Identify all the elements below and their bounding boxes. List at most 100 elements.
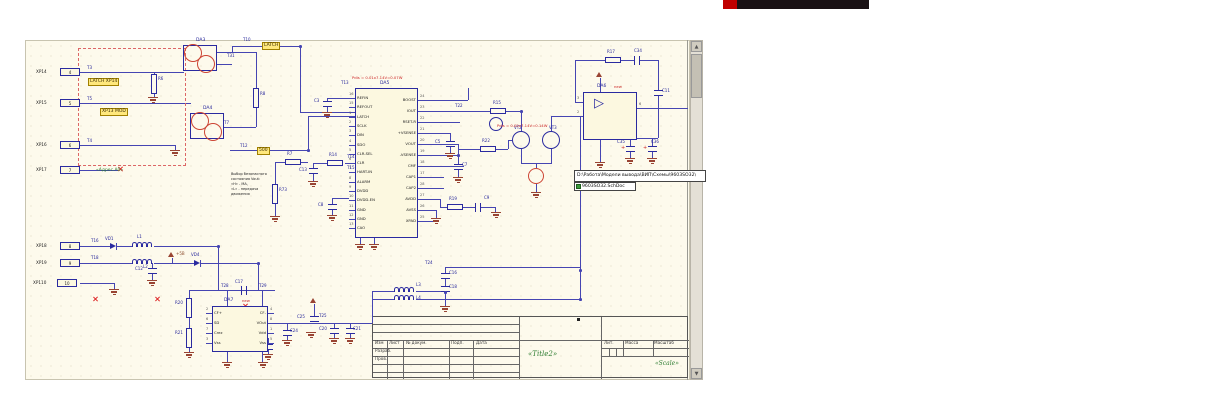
schematic-text[interactable]: R19 [449, 196, 457, 201]
schematic-text[interactable]: new [614, 84, 622, 89]
wire[interactable] [327, 98, 328, 101]
schematic-text[interactable]: R22 [482, 138, 490, 143]
net-label[interactable]: 500 [257, 147, 270, 155]
capacitor[interactable] [634, 56, 640, 65]
schematic-text[interactable]: состояния Vout: [231, 177, 261, 181]
schematic-text[interactable]: C16 [449, 270, 457, 275]
wire[interactable] [154, 94, 155, 97]
component-circle[interactable] [191, 112, 209, 130]
wire[interactable] [551, 116, 552, 131]
schematic-text[interactable]: C8 [318, 202, 324, 207]
wire[interactable] [80, 72, 184, 73]
scrollbar-thumb[interactable] [691, 54, 702, 98]
wire[interactable] [575, 60, 576, 102]
wire[interactable] [458, 149, 480, 150]
wire[interactable] [658, 96, 659, 108]
wire[interactable] [350, 334, 351, 338]
wire[interactable] [658, 60, 659, 90]
schematic-text[interactable]: C20 [319, 326, 327, 331]
wire[interactable] [287, 324, 288, 330]
schematic-text[interactable]: +5В [176, 251, 185, 256]
schematic-text[interactable]: DA3 [196, 38, 206, 43]
schematic-text[interactable]: C21 [353, 326, 361, 331]
schematic-text[interactable]: VD1 [105, 236, 114, 241]
wire[interactable] [287, 336, 288, 340]
schematic-text[interactable]: C34 [634, 48, 642, 53]
schematic-text[interactable]: T22 [455, 103, 463, 108]
schematic-text[interactable]: VD4 [191, 252, 200, 257]
wire[interactable] [189, 290, 190, 298]
inductor[interactable] [394, 287, 414, 292]
wire[interactable] [658, 108, 659, 138]
connector-pin[interactable]: 6 [60, 141, 80, 149]
wire[interactable] [424, 188, 444, 189]
wire[interactable] [313, 174, 314, 181]
wire[interactable] [313, 163, 327, 164]
wire[interactable] [189, 348, 190, 352]
wire[interactable] [334, 323, 335, 328]
wire[interactable] [424, 155, 458, 156]
wire[interactable] [80, 263, 132, 264]
schematic-text[interactable]: C7 [462, 162, 468, 167]
ic-da6[interactable] [583, 92, 637, 140]
schematic-text[interactable]: R20 [175, 300, 183, 305]
wire[interactable] [334, 334, 335, 338]
schematic-text[interactable]: DA4 [203, 106, 213, 111]
wire[interactable] [536, 184, 537, 192]
component-circle[interactable] [204, 123, 222, 141]
component-circle[interactable] [184, 44, 202, 62]
wire[interactable] [424, 144, 458, 145]
capacitor[interactable] [323, 101, 332, 107]
schematic-text[interactable]: T4 [87, 138, 92, 143]
wire[interactable] [262, 352, 263, 362]
wire[interactable] [445, 279, 446, 286]
wire[interactable] [256, 108, 257, 127]
wire[interactable] [275, 162, 276, 184]
capacitor[interactable] [626, 146, 635, 152]
wire[interactable] [327, 107, 328, 112]
wire[interactable] [80, 170, 118, 171]
resistor[interactable] [186, 328, 192, 348]
wire[interactable] [332, 198, 333, 204]
schematic-text[interactable]: C24 [290, 328, 298, 333]
wire[interactable] [450, 147, 451, 153]
resistor[interactable] [447, 204, 463, 210]
component-circle[interactable] [489, 117, 503, 131]
schematic-text[interactable]: R17 [607, 49, 615, 54]
schematic-text[interactable]: + [643, 145, 648, 151]
capacitor[interactable] [309, 168, 318, 174]
wire[interactable] [314, 304, 315, 316]
schematic-text[interactable]: R7 [287, 151, 293, 156]
wire[interactable] [600, 146, 601, 162]
connector-pin[interactable]: 7 [60, 166, 80, 174]
wire[interactable] [508, 140, 509, 149]
wire[interactable] [463, 207, 475, 208]
wire[interactable] [345, 163, 349, 164]
schematic-text[interactable]: R73 [279, 187, 287, 192]
wire[interactable] [313, 163, 314, 168]
wire[interactable] [152, 274, 153, 280]
wire[interactable] [227, 352, 228, 362]
wire[interactable] [506, 111, 520, 112]
schematic-text[interactable]: C18 [449, 284, 457, 289]
schematic-text[interactable]: R21 [175, 330, 183, 335]
wire[interactable] [189, 318, 190, 328]
capacitor[interactable] [283, 330, 292, 336]
schematic-text[interactable]: + [621, 145, 626, 151]
wire[interactable] [332, 210, 333, 215]
resistor[interactable] [605, 57, 621, 63]
capacitor[interactable] [330, 328, 339, 334]
wire[interactable] [268, 338, 269, 344]
connector-pin[interactable]: 5 [60, 99, 80, 107]
schematic-text[interactable]: T12 [240, 143, 248, 148]
schematic-text[interactable]: R6 [158, 76, 164, 81]
schematic-text[interactable]: L4 [416, 295, 421, 300]
wire[interactable] [580, 116, 581, 299]
wire[interactable] [258, 263, 259, 290]
schematic-text[interactable]: движения [231, 192, 250, 196]
schematic-text[interactable]: DA5 [380, 81, 390, 86]
wire[interactable] [80, 103, 191, 104]
wire[interactable] [152, 263, 153, 268]
schematic-text[interactable]: VT3 [549, 125, 557, 130]
wire[interactable] [416, 299, 580, 300]
